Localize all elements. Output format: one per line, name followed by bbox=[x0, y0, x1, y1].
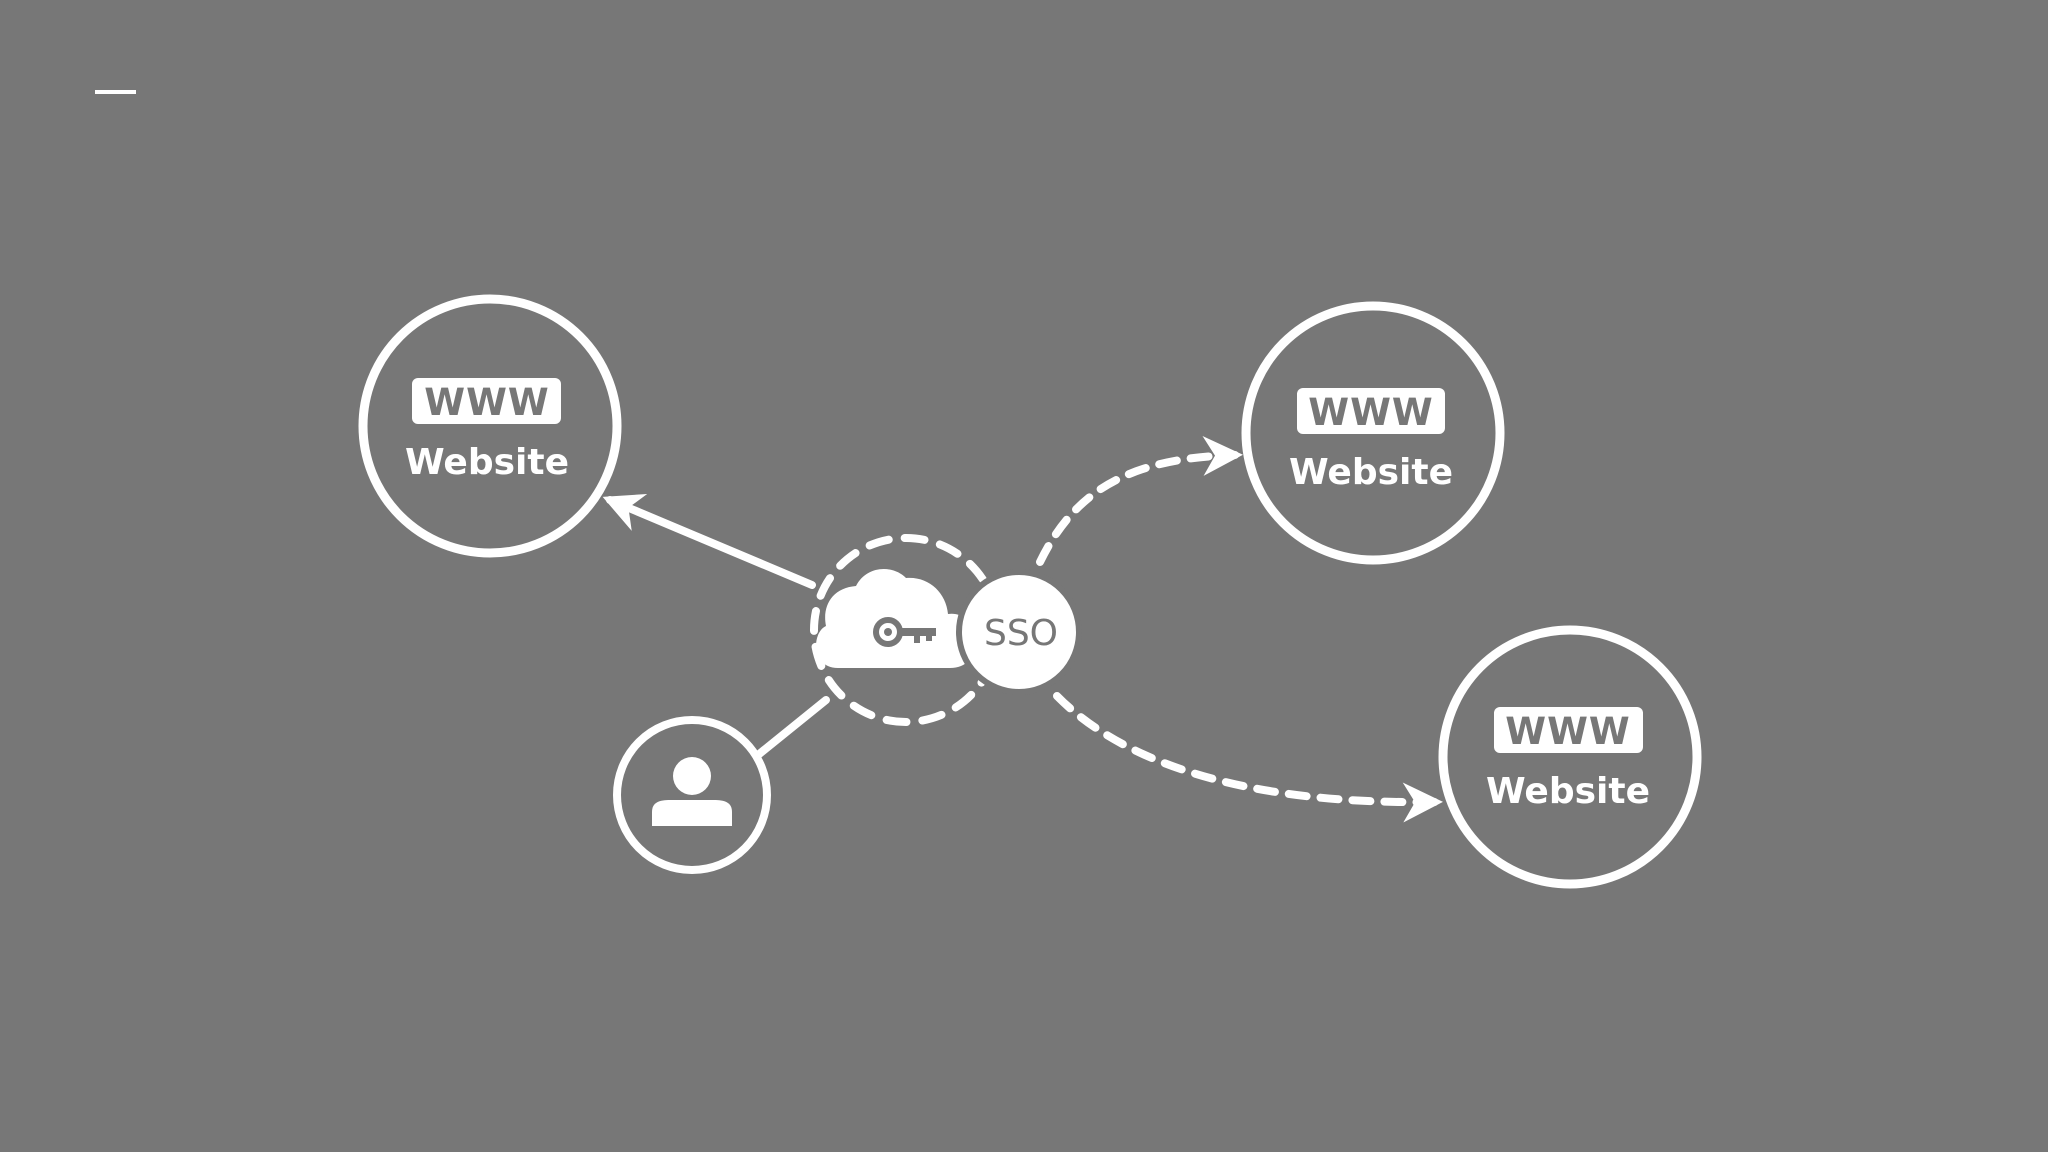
website-1-badge: WWW bbox=[424, 381, 549, 424]
connector-user-to-sso bbox=[754, 696, 830, 759]
www-badge-icon: WWW bbox=[412, 378, 561, 424]
website-node-1: WWW Website bbox=[358, 294, 622, 558]
website-2-badge: WWW bbox=[1308, 391, 1433, 434]
arrow-sso-to-website-3 bbox=[1053, 692, 1443, 823]
arrow-sso-to-website-1 bbox=[602, 493, 816, 589]
user-node bbox=[613, 716, 771, 874]
user-icon bbox=[652, 757, 732, 826]
www-badge-icon: WWW bbox=[1297, 388, 1445, 434]
slide-accent-dash bbox=[95, 90, 136, 94]
website-3-badge: WWW bbox=[1505, 710, 1630, 753]
www-badge-icon: WWW bbox=[1494, 707, 1643, 753]
sso-label: SSO bbox=[984, 613, 1058, 654]
sso-node: SSO bbox=[956, 569, 1082, 695]
website-1-label: Website bbox=[405, 442, 569, 483]
website-node-2: WWW Website bbox=[1241, 301, 1505, 565]
website-2-label: Website bbox=[1289, 452, 1453, 493]
cloud-key-icon bbox=[816, 568, 977, 668]
website-node-3: WWW Website bbox=[1438, 625, 1702, 889]
website-3-label: Website bbox=[1486, 771, 1650, 812]
arrow-sso-to-website-2 bbox=[1036, 435, 1243, 566]
